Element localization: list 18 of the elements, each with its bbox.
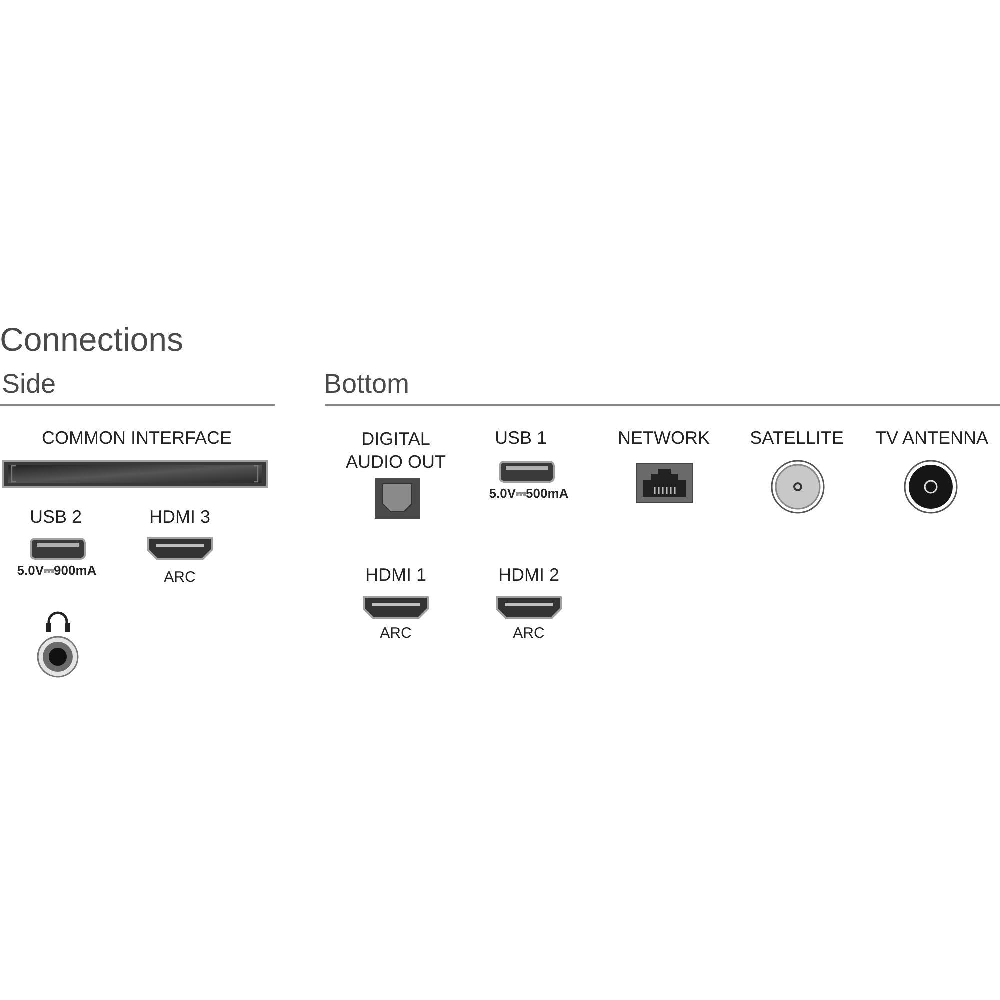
port-label: HDMI 3 [150, 507, 210, 528]
arc-label: ARC [513, 625, 545, 642]
section-heading: Bottom [324, 369, 410, 400]
port-label: TV ANTENNA [875, 428, 989, 449]
port-label: SATELLITE [750, 428, 844, 449]
port-label: DIGITAL AUDIO OUT [344, 428, 447, 474]
power-rating: 5.0V⎓900mA [17, 564, 97, 579]
page-title: Connections [0, 321, 184, 359]
port-label: COMMON INTERFACE [42, 428, 232, 449]
section-heading: Side [2, 369, 56, 400]
port-label: HDMI 1 [366, 565, 426, 586]
port-label: USB 1 [494, 428, 548, 449]
port-label: HDMI 2 [498, 565, 560, 586]
port-label: USB 2 [30, 507, 82, 528]
port-label: NETWORK [618, 428, 710, 449]
arc-label: ARC [380, 625, 412, 642]
arc-label: ARC [164, 569, 196, 586]
power-rating: 5.0V⎓500mA [489, 487, 569, 502]
